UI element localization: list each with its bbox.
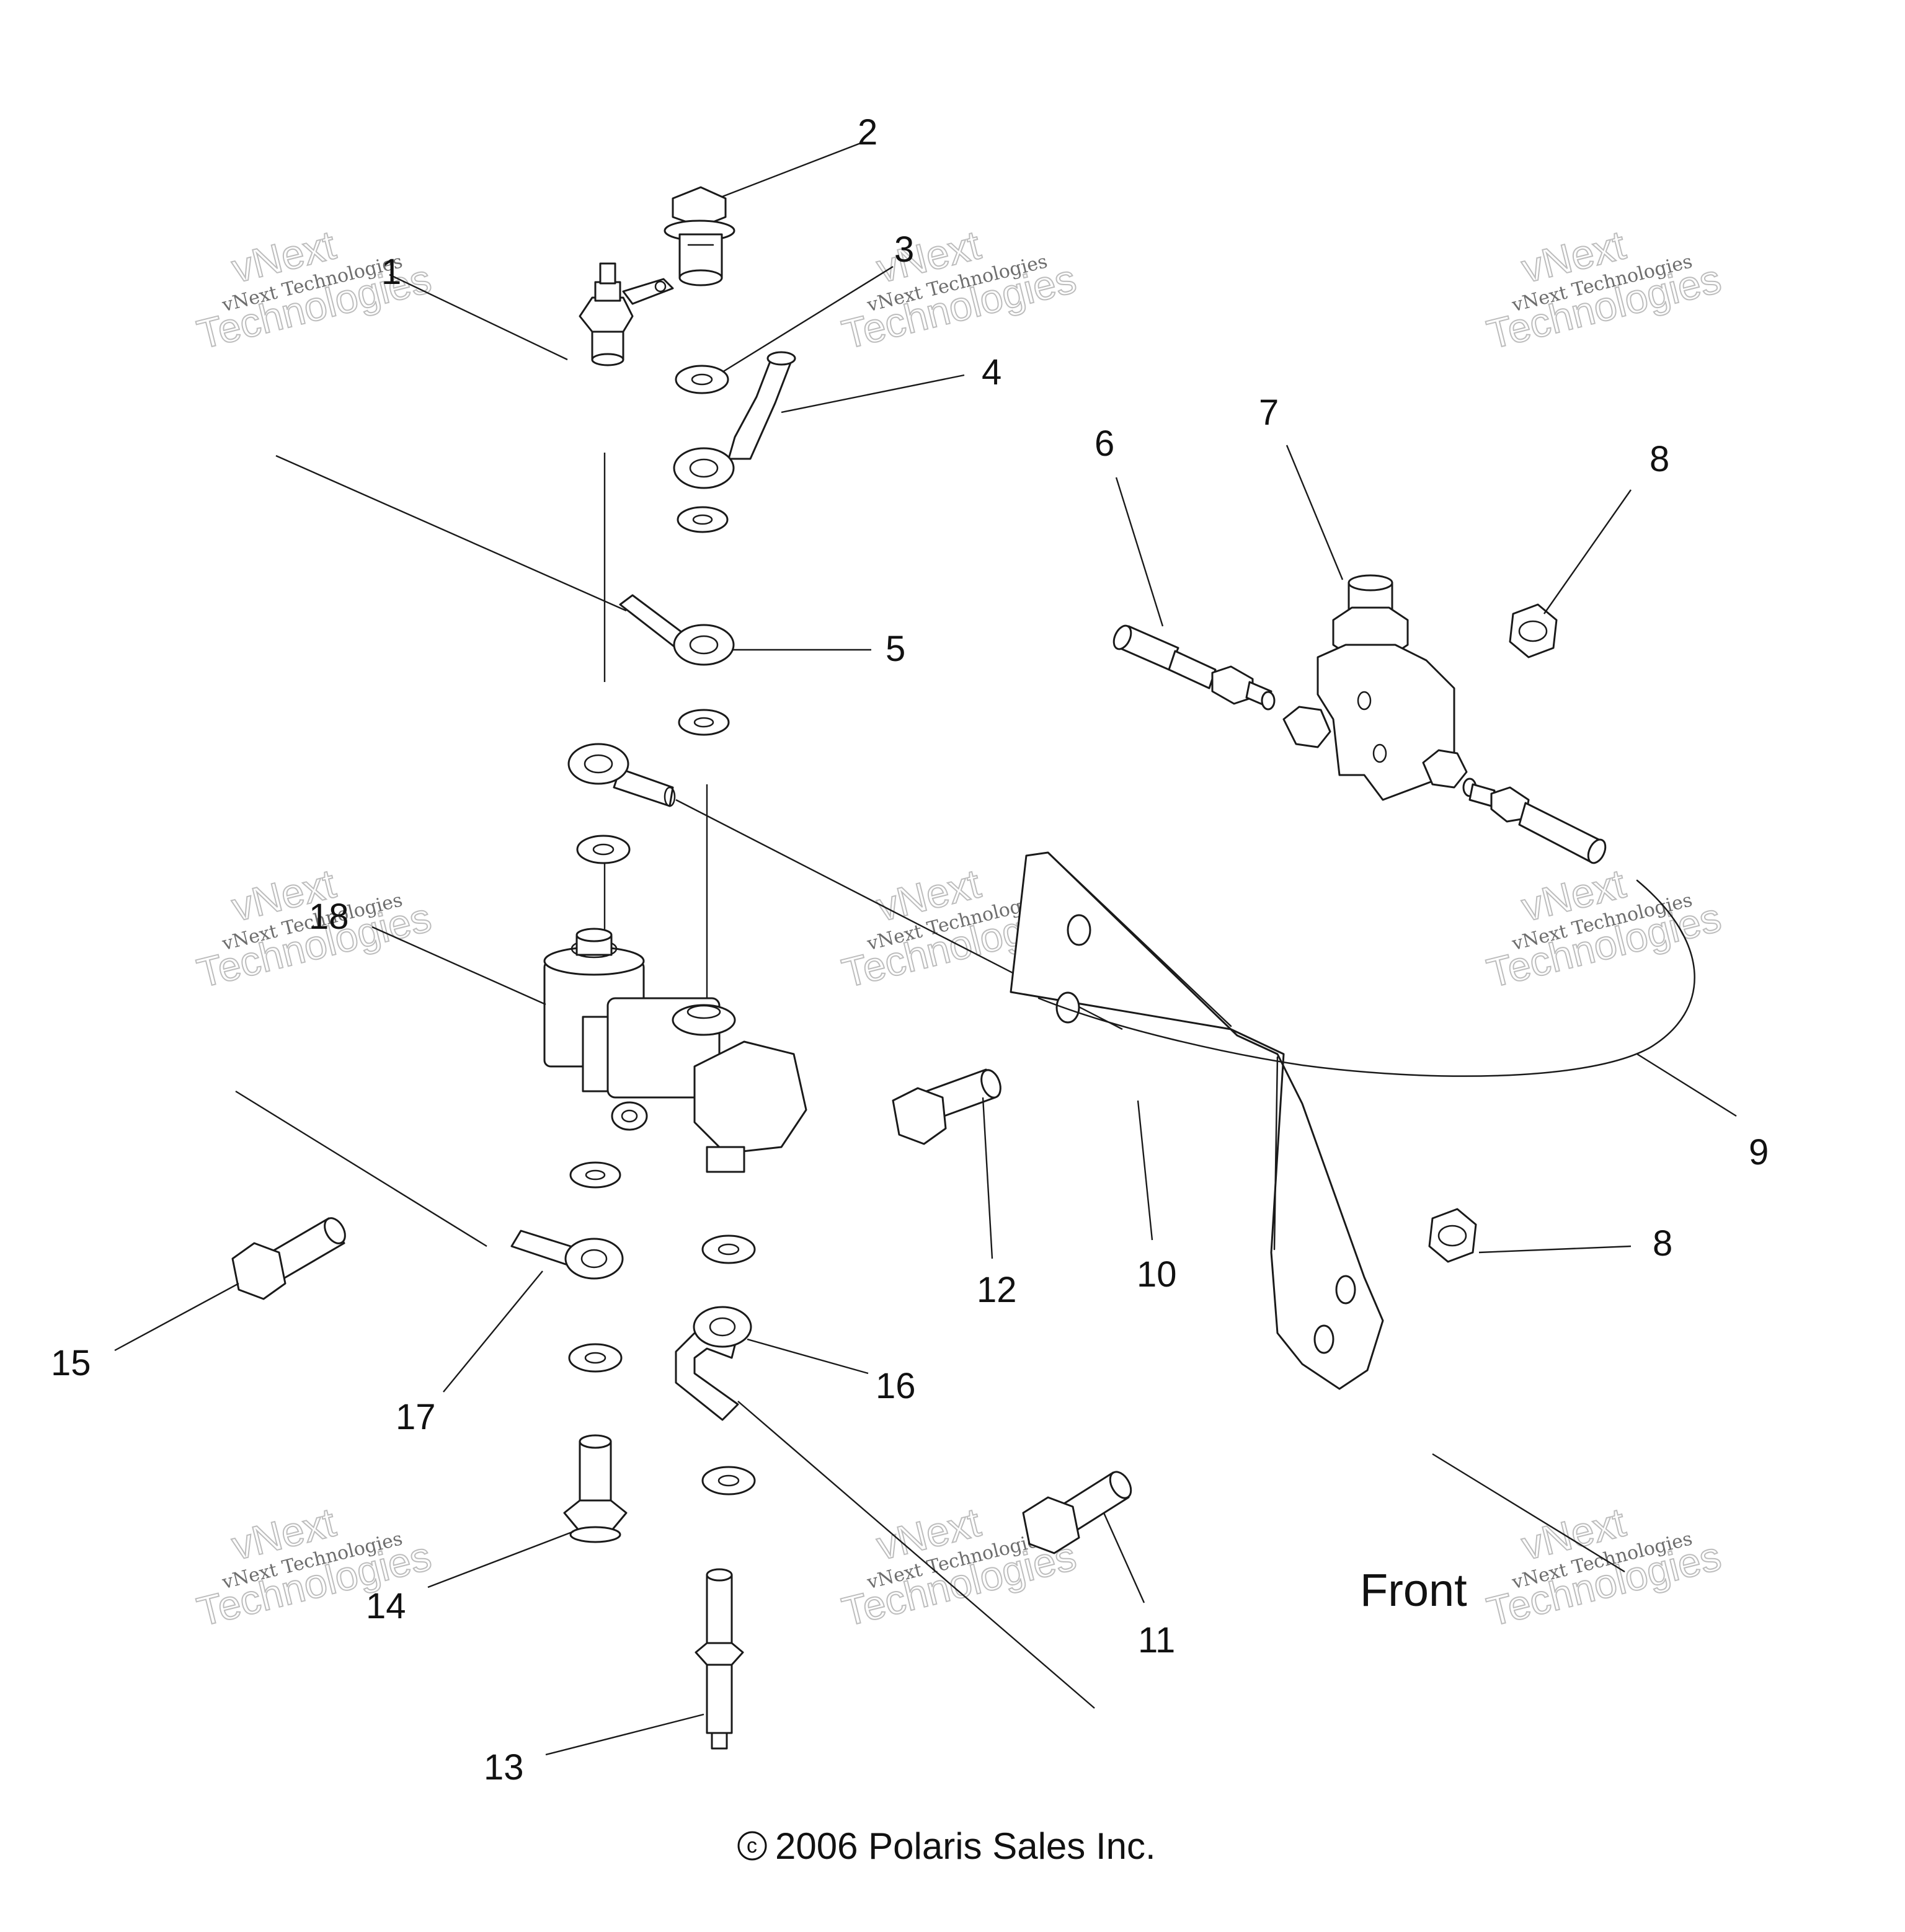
callout-1: 1 xyxy=(381,252,401,292)
washer xyxy=(677,506,729,533)
front-direction-label: Front xyxy=(1360,1564,1467,1616)
callout-11: 11 xyxy=(1138,1620,1175,1660)
callout-4: 4 xyxy=(982,352,1001,392)
part-6-brake-line-fitting xyxy=(1112,624,1276,711)
leader-lines xyxy=(114,141,1737,1756)
washer xyxy=(569,1161,621,1189)
callout-13: 13 xyxy=(484,1747,524,1788)
callout-2: 2 xyxy=(858,112,877,153)
part-13-bleeder-valve xyxy=(695,1568,744,1750)
callout-18: 18 xyxy=(309,897,349,937)
washer xyxy=(568,1343,623,1373)
part-10-mounting-bracket xyxy=(1010,851,1384,1390)
watermark: vNext Technologies vNext Technologies xyxy=(1482,859,1726,996)
brake-line-fitting xyxy=(1462,778,1607,864)
part-17-banjo-fitting xyxy=(510,1230,624,1280)
part-8-nut xyxy=(1509,603,1558,658)
part-3-washer xyxy=(675,365,729,394)
washer xyxy=(678,709,730,736)
watermark: vNext Technologies vNext Technologies xyxy=(1482,221,1726,358)
part-14-banjo-bolt xyxy=(563,1434,628,1543)
washer xyxy=(701,1466,756,1496)
callout-6: 6 xyxy=(1095,423,1114,464)
callout-3: 3 xyxy=(894,229,914,270)
watermark: vNext Technologies vNext Technologies xyxy=(837,221,1081,358)
watermark: vNext Technologies vNext Technologies xyxy=(1482,1498,1726,1635)
part-5-banjo-fitting xyxy=(619,594,735,666)
part-7-valve xyxy=(1282,574,1468,801)
part-4-brake-line-fitting xyxy=(673,351,796,489)
callout-8: 8 xyxy=(1653,1223,1672,1264)
part-1-brake-switch xyxy=(579,262,674,366)
callout-7: 7 xyxy=(1259,392,1279,433)
copyright-notice: c 2006 Polaris Sales Inc. xyxy=(737,1825,1156,1867)
callout-10: 10 xyxy=(1137,1254,1177,1295)
assembly-lines xyxy=(235,453,1625,1709)
callout-14: 14 xyxy=(366,1586,406,1626)
banjo-fitting xyxy=(567,743,676,807)
part-9-brake-line xyxy=(1037,879,1695,1077)
callout-12: 12 xyxy=(977,1270,1017,1310)
washer xyxy=(576,835,631,864)
part-18-distribution-block xyxy=(543,928,807,1173)
callouts: 1 2 3 4 5 6 7 8 8 9 10 11 12 13 14 15 16… xyxy=(51,112,1769,1788)
washer xyxy=(701,1234,756,1264)
watermark: vNext Technologies vNext Technologies xyxy=(192,859,437,996)
callout-5: 5 xyxy=(886,629,905,669)
callout-15: 15 xyxy=(51,1343,91,1383)
part-8-nut xyxy=(1428,1208,1477,1263)
part-16-brake-line-banjo xyxy=(675,1306,752,1421)
part-11-bolt xyxy=(1022,1471,1132,1554)
callout-9: 9 xyxy=(1749,1132,1769,1172)
callout-16: 16 xyxy=(876,1366,916,1406)
part-15-bolt xyxy=(231,1217,346,1300)
part-12-bolt xyxy=(892,1068,1001,1145)
copyright-symbol: c xyxy=(747,1834,757,1858)
copyright-text: 2006 Polaris Sales Inc. xyxy=(775,1825,1156,1867)
part-2-banjo-bolt xyxy=(664,186,735,286)
callout-8: 8 xyxy=(1650,439,1669,479)
copyright-icon xyxy=(737,1831,767,1861)
callout-17: 17 xyxy=(396,1397,436,1437)
